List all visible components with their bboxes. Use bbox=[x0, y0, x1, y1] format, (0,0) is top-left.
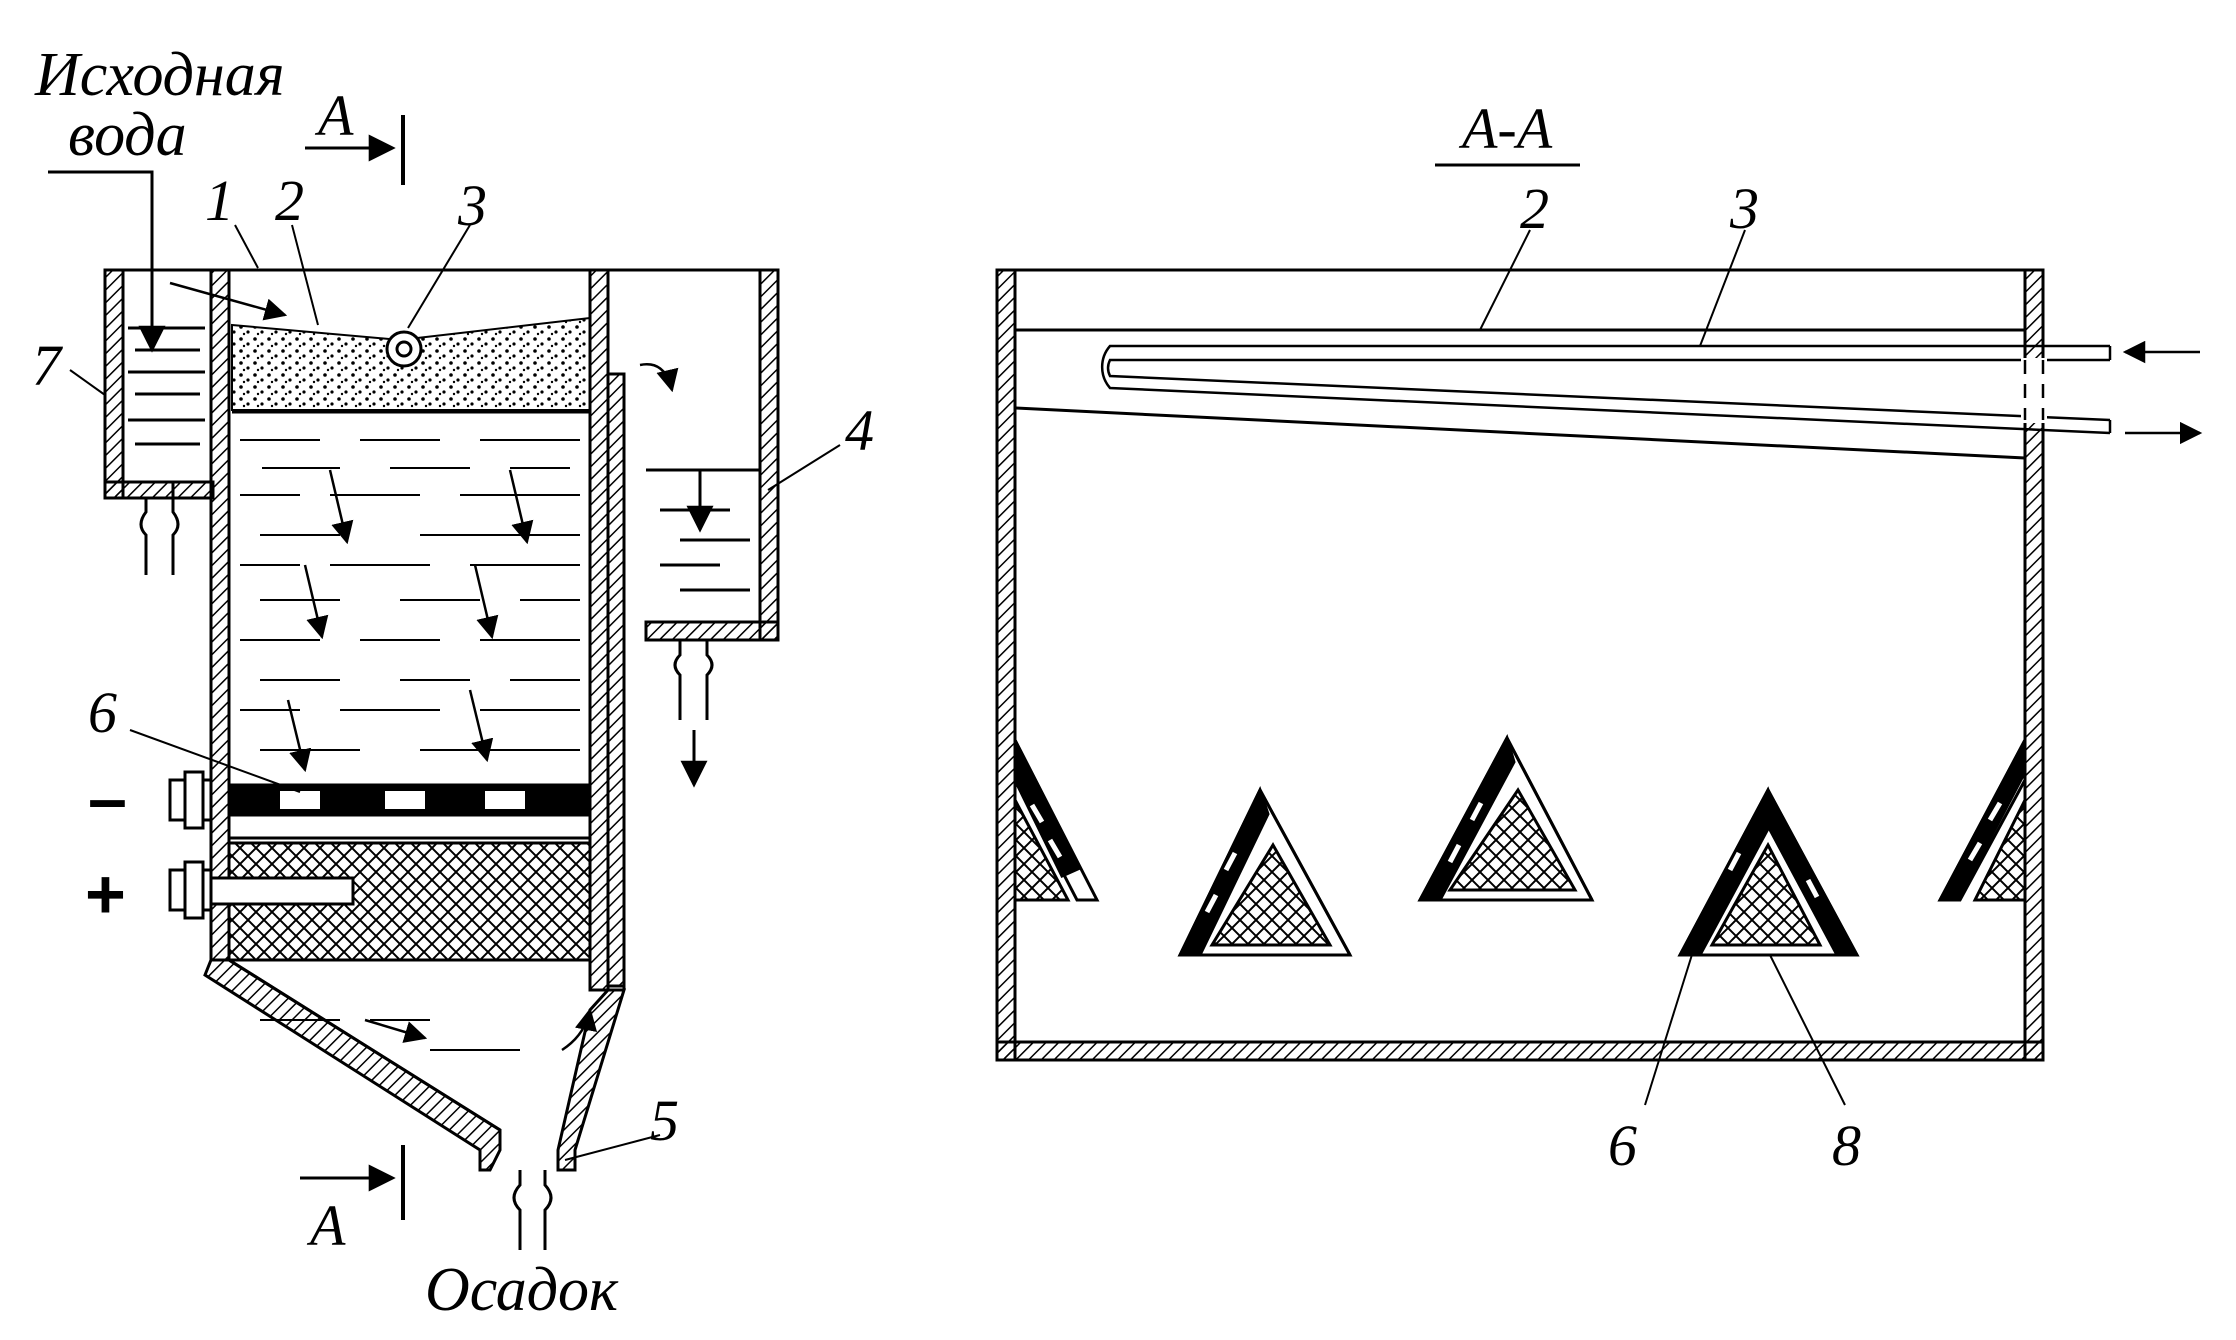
inlet-caption-line2: вода bbox=[68, 101, 187, 169]
inlet-arrow bbox=[48, 170, 166, 353]
section-title: А-А bbox=[1458, 96, 1553, 161]
section-top-label: А bbox=[314, 83, 354, 148]
section-marks bbox=[300, 115, 405, 1220]
outlet-chamber bbox=[644, 268, 780, 788]
callout-4: 4 bbox=[845, 398, 874, 463]
callout-5: 5 bbox=[650, 1088, 679, 1153]
column-water bbox=[240, 439, 580, 1051]
section-tank bbox=[995, 268, 2045, 1062]
callout-1: 1 bbox=[205, 168, 234, 233]
callout-6: 6 bbox=[88, 680, 117, 745]
section-bottom-label: А bbox=[306, 1193, 346, 1258]
left-view bbox=[48, 115, 841, 1250]
electrode-triangles bbox=[1013, 734, 2027, 957]
leader-lines bbox=[69, 224, 841, 1161]
section-leader-lines bbox=[1479, 229, 1846, 1106]
electrode-terminals bbox=[168, 770, 355, 920]
section-callout-2: 2 bbox=[1520, 176, 1549, 241]
right-view bbox=[995, 163, 2203, 1106]
aerator-u-pipe bbox=[1100, 340, 2203, 445]
callout-2: 2 bbox=[275, 168, 304, 233]
main-column bbox=[105, 268, 760, 1172]
electrode-dashes bbox=[1029, 801, 2003, 914]
cathode-grid bbox=[227, 783, 592, 840]
flow-arrows bbox=[169, 281, 679, 1052]
inlet-caption-line1: Исходная bbox=[34, 41, 285, 109]
inlet-tank bbox=[103, 268, 215, 575]
callout-3: 3 bbox=[457, 173, 487, 238]
sludge-outlet bbox=[512, 1170, 553, 1250]
minus-sign: – bbox=[88, 759, 127, 837]
section-callout-3: 3 bbox=[1729, 176, 1759, 241]
callout-7: 7 bbox=[32, 333, 63, 398]
section-callout-8: 8 bbox=[1832, 1113, 1861, 1178]
section-callout-6: 6 bbox=[1608, 1113, 1637, 1178]
outlet-caption: Осадок bbox=[425, 1256, 619, 1324]
plus-sign: + bbox=[85, 855, 126, 933]
